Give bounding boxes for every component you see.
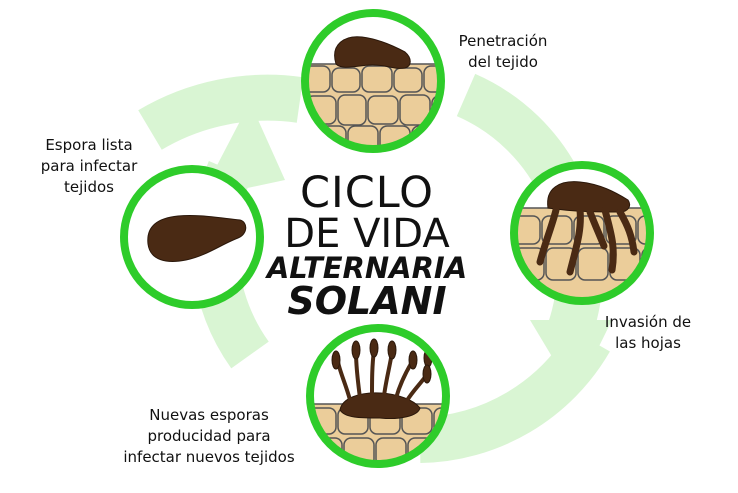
fungal-spore	[334, 36, 411, 69]
label-new-spores: Nuevas esporas producidad para infectar …	[106, 405, 312, 468]
title-line-solani: SOLANI	[287, 279, 447, 323]
label-line: del tejido	[468, 53, 538, 71]
fungal-spore	[147, 215, 247, 262]
cycle-arrow-arc-top	[138, 74, 304, 150]
label-line: Espora lista	[45, 136, 133, 154]
title-line-alternaria: ALTERNARIA	[266, 251, 468, 285]
label-line: tejidos	[64, 178, 114, 196]
title-line-ciclo: CICLO	[300, 168, 434, 218]
stage-penetration-circle	[301, 9, 445, 153]
label-line: Penetración	[458, 32, 548, 50]
stage-new-spores-circle	[306, 324, 450, 468]
label-line: para infectar	[40, 157, 138, 175]
stage-spore-ready-circle	[120, 165, 264, 309]
stage-invasion-circle	[510, 161, 654, 305]
title-line-de-vida: DE VIDA	[284, 211, 450, 257]
label-penetration: Penetración del tejido	[438, 31, 568, 73]
arrowhead-right	[530, 320, 612, 395]
label-line: infectar nuevos tejidos	[123, 448, 295, 466]
label-spore-ready: Espora lista para infectar tejidos	[24, 135, 154, 198]
fungal-hyphae	[536, 181, 638, 276]
label-line: Invasión de	[604, 313, 692, 331]
label-line: las hojas	[615, 334, 681, 352]
label-line: producidad para	[147, 427, 271, 445]
label-invasion: Invasión de las hojas	[590, 312, 706, 354]
label-line: Nuevas esporas	[149, 406, 269, 424]
